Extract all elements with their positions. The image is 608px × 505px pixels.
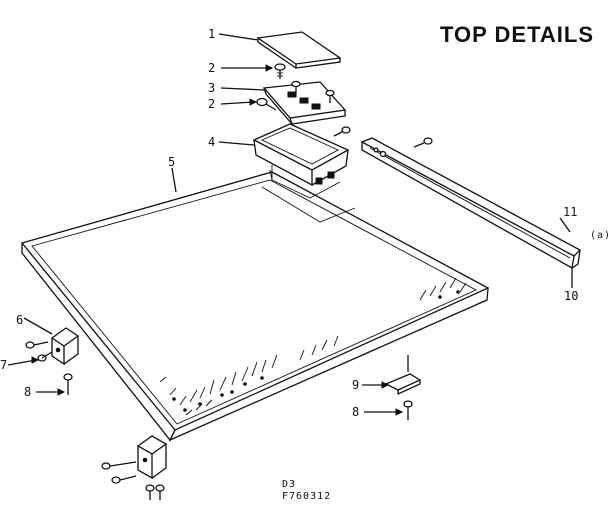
rear-trim-strip (360, 137, 582, 288)
callout-10: 10 (564, 289, 578, 303)
callout-8-right: 8 (352, 405, 359, 419)
leader-5 (171, 167, 177, 193)
top-panel (20, 171, 490, 442)
callout-9: 9 (352, 378, 359, 392)
page-title: TOP DETAILS (440, 22, 595, 47)
screw-lower (220, 97, 277, 111)
control-housing (218, 123, 351, 199)
callout-2-lower: 2 (208, 97, 215, 111)
diagram-code: D3 (282, 479, 296, 490)
front-hinge-bracket (101, 435, 168, 500)
callout-4: 4 (208, 135, 215, 149)
callout-1: 1 (208, 27, 215, 41)
callout-7: 7 (0, 358, 7, 372)
callout-3: 3 (208, 81, 215, 95)
callout-5: 5 (168, 155, 175, 169)
callout-11-note: (a) (590, 230, 608, 241)
control-bracket (220, 80, 347, 125)
callout-8-left: 8 (24, 385, 31, 399)
callout-11: 11 (563, 205, 577, 219)
callout-6: 6 (16, 313, 23, 327)
screw-upper (221, 63, 286, 79)
callout-2-upper: 2 (208, 61, 215, 75)
cover-plate (218, 31, 342, 69)
left-hinge-bracket (7, 317, 80, 396)
catch-bracket (362, 355, 422, 420)
diagram-number: F760312 (282, 491, 331, 502)
